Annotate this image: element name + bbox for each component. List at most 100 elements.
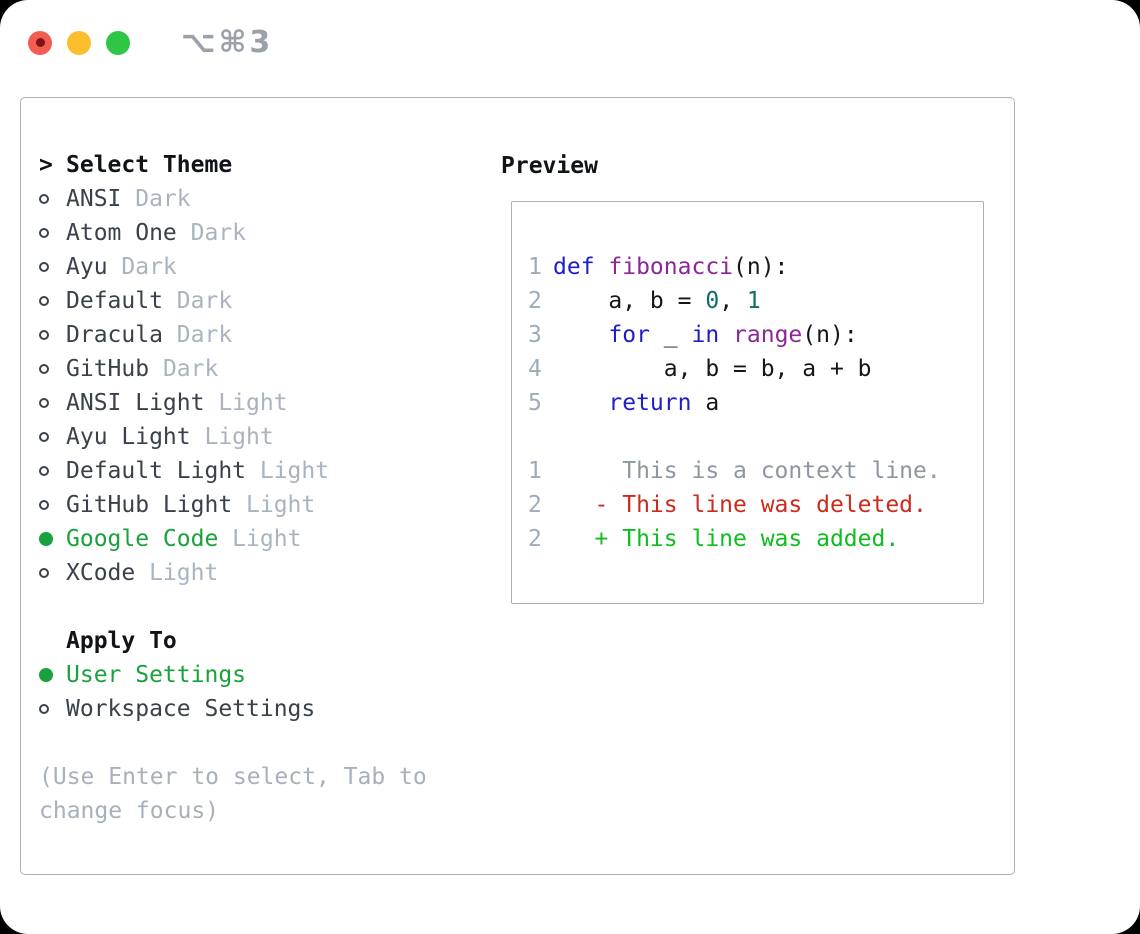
theme-option-ayu-light-light[interactable]: Ayu Light Light	[39, 420, 427, 454]
theme-name: Ayu Light	[66, 424, 191, 450]
theme-name: GitHub	[66, 356, 150, 382]
theme-option-default-light-light[interactable]: Default Light Light	[39, 454, 427, 488]
code-token: a, b =	[553, 288, 706, 314]
code-line	[528, 420, 983, 454]
zoom-button[interactable]	[106, 30, 130, 55]
line-number: 2	[528, 492, 542, 518]
close-icon	[35, 38, 45, 47]
radio-icon	[39, 364, 49, 374]
theme-option-xcode-light[interactable]: XCode Light	[39, 556, 427, 590]
code-token: def	[553, 254, 609, 280]
theme-variant-tag: Dark	[107, 254, 177, 280]
code-line: 3 for _ in range(n):	[528, 318, 983, 352]
theme-name: Atom One	[66, 220, 177, 246]
close-button[interactable]	[28, 30, 52, 55]
apply-to-title: Apply To	[66, 628, 177, 654]
code-line: 5 return a	[528, 386, 983, 420]
apply-option-label: Workspace Settings	[66, 696, 316, 722]
window-titlebar: ⌥⌘3	[28, 25, 273, 60]
radio-icon	[39, 398, 49, 408]
theme-variant-tag: Light	[218, 526, 302, 552]
theme-name: Default Light	[66, 458, 247, 484]
code-token: + This line was added.	[553, 526, 900, 552]
theme-name: ANSI Light	[66, 390, 205, 416]
radio-icon	[39, 466, 49, 476]
radio-icon	[39, 568, 49, 578]
theme-option-dracula-dark[interactable]: Dracula Dark	[39, 318, 427, 352]
line-number: 2	[528, 526, 542, 552]
theme-variant-tag: Dark	[149, 356, 219, 382]
theme-variant-tag: Light	[135, 560, 219, 586]
apply-option-user-settings[interactable]: User Settings	[39, 658, 427, 692]
theme-name: Dracula	[66, 322, 163, 348]
select-theme-header-row: > Select Theme	[39, 148, 427, 182]
theme-variant-tag: Dark	[176, 220, 247, 246]
code-token: (n):	[733, 254, 789, 280]
line-number: 5	[528, 390, 542, 416]
code-line: 4 a, b = b, a + b	[528, 352, 983, 386]
code-token: in	[691, 322, 720, 348]
theme-variant-tag: Dark	[162, 288, 233, 314]
spacer	[39, 590, 427, 624]
theme-variant-tag: Light	[190, 424, 274, 450]
select-theme-title: Select Theme	[66, 152, 233, 178]
hint-line: change focus)	[39, 798, 220, 824]
hint-line: (Use Enter to select, Tab to	[39, 764, 427, 790]
theme-name: GitHub Light	[66, 492, 233, 518]
minimize-button[interactable]	[67, 30, 91, 55]
code-token	[553, 322, 608, 348]
keyboard-shortcut-label: ⌥⌘3	[181, 25, 274, 60]
radio-icon	[39, 330, 49, 340]
code-token: This is a context line.	[553, 458, 941, 484]
apply-to-header-row: Apply To	[39, 624, 427, 658]
theme-name: Ayu	[66, 254, 108, 280]
line-number: 3	[528, 322, 542, 348]
code-token: fibonacci	[608, 254, 734, 280]
code-token: (n):	[802, 322, 858, 348]
theme-variant-tag: Light	[204, 390, 288, 416]
theme-option-ansi-dark[interactable]: ANSI Dark	[39, 182, 427, 216]
theme-option-github-light-light[interactable]: GitHub Light Light	[39, 488, 427, 522]
code-token: a	[691, 390, 720, 416]
theme-option-ayu-dark[interactable]: Ayu Dark	[39, 250, 427, 284]
theme-option-github-dark[interactable]: GitHub Dark	[39, 352, 427, 386]
theme-variant-tag: Light	[232, 492, 316, 518]
theme-option-default-dark[interactable]: Default Dark	[39, 284, 427, 318]
radio-icon	[39, 296, 49, 306]
code-token: for	[608, 322, 650, 348]
theme-option-atom-one-dark[interactable]: Atom One Dark	[39, 216, 427, 250]
radio-icon	[39, 500, 49, 510]
radio-icon	[39, 262, 49, 272]
radio-icon	[39, 432, 49, 442]
code-token	[553, 390, 608, 416]
code-token: _	[649, 322, 692, 348]
theme-name: Google Code	[66, 526, 219, 552]
code-token: 1	[746, 288, 761, 314]
code-line: 2 a, b = 0, 1	[528, 284, 983, 318]
preview-title: Preview	[501, 153, 598, 179]
theme-variant-tag: Dark	[121, 186, 191, 212]
theme-option-ansi-light-light[interactable]: ANSI Light Light	[39, 386, 427, 420]
line-number: 4	[528, 356, 542, 382]
radio-icon	[39, 228, 49, 238]
theme-option-google-code-light[interactable]: Google Code Light	[39, 522, 427, 556]
hint-text: (Use Enter to select, Tab to change focus…	[39, 760, 427, 828]
code-line: 2 + This line was added.	[528, 522, 983, 556]
apply-option-workspace-settings[interactable]: Workspace Settings	[39, 692, 427, 726]
line-number: 1	[528, 458, 542, 484]
spacer	[39, 726, 427, 760]
selected-radio-icon	[39, 668, 53, 682]
code-token: return	[608, 390, 692, 416]
code-token: a, b = b, a + b	[553, 356, 872, 382]
theme-variant-tag: Light	[246, 458, 330, 484]
radio-icon	[39, 704, 49, 714]
code-token: 0	[705, 288, 720, 314]
radio-icon	[39, 194, 49, 204]
code-token: - This line was deleted.	[553, 492, 927, 518]
